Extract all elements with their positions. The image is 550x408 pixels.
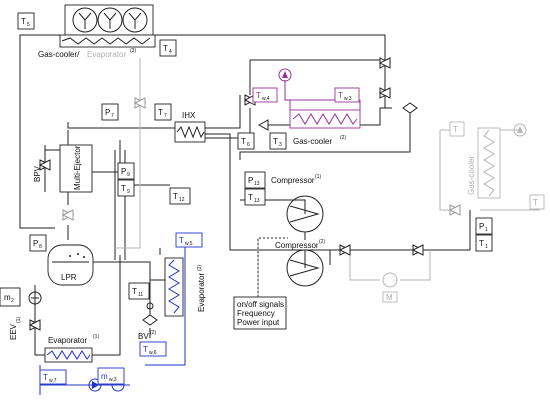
mass-flow-meter-2	[28, 291, 42, 305]
sensor-t12: T	[173, 192, 178, 201]
bv-label: BV	[138, 332, 149, 341]
bpv-label: BPV	[33, 165, 42, 182]
evaporator-1-label: Evaporator	[48, 336, 87, 345]
sensor-mw3-sub: w,3	[109, 377, 117, 383]
sensor-tw4-sub: w,4	[262, 96, 270, 102]
sensor-p1: P	[479, 222, 484, 231]
sensor-tw5-sub: w,5	[185, 241, 193, 247]
sensor-t7: T	[158, 108, 163, 117]
eev-superscript: (1)	[16, 317, 22, 323]
evaporator-2-label: Evaporator	[197, 273, 206, 312]
legend-power: Power input	[237, 318, 280, 327]
gas-cooler-3-superscript: (3)	[130, 48, 136, 54]
sensor-tw7: T	[43, 373, 48, 382]
sensor-tw5: T	[179, 236, 184, 245]
sensor-t5: T	[21, 17, 26, 26]
bv-superscript: (2)	[150, 330, 156, 336]
evaporator-2: Evaporator (2)	[164, 257, 206, 317]
multi-ejector-assembly: Multi-Ejector BPV	[33, 144, 93, 221]
eev-label: EEV	[9, 323, 18, 340]
sensor-t5-sub: 5	[27, 22, 30, 28]
signals-legend: on/off signals Frequency Power input	[233, 237, 288, 330]
sensor-t11: T	[132, 287, 137, 296]
sensor-t12-sub: 12	[179, 197, 185, 203]
sensor-tags: T 5 T 4 T w,4 T w,3 P 7 T 7 T 6 T 3 P 9	[0, 12, 545, 385]
fan-icon	[78, 12, 142, 29]
sensor-m2-sub: 2	[11, 298, 14, 304]
sensor-p13: P	[248, 176, 253, 185]
gas-cooler-1: Gas-cooler	[467, 123, 527, 199]
evaporator-2-superscript: (2)	[197, 265, 203, 271]
gas-cooler-2-superscript: (2)	[340, 135, 346, 141]
sensor-t4: T	[163, 44, 168, 53]
sensor-tw6-sub: w,6	[149, 350, 157, 356]
compressor-1-label: Compressor	[271, 176, 315, 185]
compressor-2: Compressor (2)	[275, 239, 325, 287]
gas-cooler-1-label: Gas-cooler	[467, 156, 476, 195]
sensor-t9: T	[121, 184, 126, 193]
sensor-t11-sub: 11	[138, 292, 143, 298]
sensor-t4-sub: 4	[169, 49, 172, 55]
sensor-t3: T	[273, 137, 278, 146]
bv-2-valve: BV (2)	[138, 302, 158, 341]
low-pressure-receiver: LPR	[47, 244, 94, 286]
eev-valve: EEV (1)	[9, 317, 42, 340]
sensor-p9: P	[121, 167, 126, 176]
compressor-1: Compressor (1)	[271, 174, 324, 233]
sensor-tw7-sub: w,7	[49, 378, 57, 384]
sensor-t3-sub: 3	[279, 142, 282, 148]
multi-ejector-label: Multi-Ejector	[73, 145, 82, 190]
sensor-t13: T	[248, 193, 253, 202]
sensor-p13-sub: 13	[254, 181, 260, 187]
sensor-p1-sub: 1	[485, 227, 488, 233]
sensor-tw3: T	[338, 91, 343, 100]
gas-cooler-evaporator-3: Gas-cooler/ Evaporator (3)	[38, 4, 156, 59]
gas-cooler-label: Gas-cooler/	[38, 50, 80, 59]
sensor-gray-t-a: T	[453, 125, 458, 134]
gas-cooler-2-label: Gas-cooler	[293, 137, 332, 146]
sensor-t6-sub: 6	[247, 142, 250, 148]
sensor-m2: m	[4, 293, 11, 302]
evaporator-1-superscript: (1)	[93, 334, 99, 340]
sensor-p9-sub: 9	[127, 172, 130, 178]
legend-on-off: on/off signals	[237, 300, 284, 309]
sensor-p8-sub: 8	[39, 244, 42, 250]
sensor-tw3-sub: w,3	[344, 96, 352, 102]
sensor-tw4: T	[256, 91, 261, 100]
sensor-t1: T	[479, 239, 484, 248]
valves	[133, 57, 462, 256]
evaporator-label-gray: Evaporator	[87, 50, 126, 59]
sensor-t9-sub: 9	[127, 189, 130, 195]
sensor-tw6: T	[143, 345, 148, 354]
motor-label: M	[386, 293, 393, 302]
sensor-p7-sub: 7	[111, 113, 114, 119]
ihx-label: IHX	[182, 111, 196, 120]
compressor-1-superscript: (1)	[315, 174, 321, 180]
internal-heat-exchanger: IHX	[174, 111, 206, 143]
sensor-p8: P	[33, 239, 38, 248]
sensor-p7: P	[105, 108, 110, 117]
evaporator-1: Evaporator (1)	[44, 334, 99, 363]
sensor-t7-sub: 7	[164, 113, 167, 119]
gray-motor: M	[382, 272, 398, 303]
sensor-mw3: m	[101, 372, 108, 381]
sensor-t1-sub: 1	[485, 244, 488, 250]
compressor-2-label: Compressor	[275, 241, 319, 250]
sensor-t6: T	[241, 137, 246, 146]
gas-cooler-2: Gas-cooler (2)	[278, 68, 361, 146]
sensor-t13-sub: 13	[254, 198, 260, 204]
compressor-2-superscript: (2)	[319, 239, 325, 245]
legend-frequency: Frequency	[237, 309, 275, 318]
lpr-label: LPR	[61, 273, 77, 282]
sensor-gray-t-b: T	[533, 198, 538, 207]
